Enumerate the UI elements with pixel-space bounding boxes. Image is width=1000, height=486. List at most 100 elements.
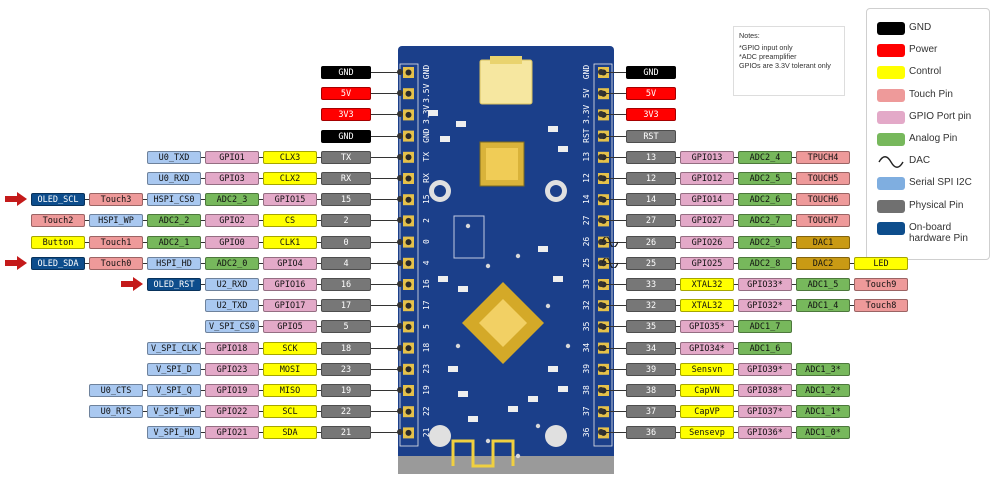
silk-label: 4	[422, 260, 431, 265]
pin-wire	[371, 199, 400, 201]
pin-wire	[371, 326, 400, 328]
pin-wire	[601, 411, 626, 413]
pin-wire	[734, 368, 738, 370]
antenna-trace	[451, 439, 515, 468]
pin-wire	[792, 411, 796, 413]
pin-wire	[259, 347, 263, 349]
silk-label: 35	[582, 321, 591, 331]
legend-label: Touch Pin	[909, 88, 953, 100]
pin-function-label: Touch3	[89, 193, 143, 207]
pin-wire	[85, 199, 89, 201]
pin-wire	[371, 72, 400, 73]
pin-function-label: Touch0	[89, 256, 143, 270]
pin-number-label: 16	[321, 278, 371, 291]
silk-label: RST	[582, 128, 591, 143]
silk-label: 22	[422, 406, 431, 416]
pin-number-label: 12	[626, 172, 676, 185]
pin-wire	[676, 178, 680, 179]
via	[565, 343, 571, 349]
pin-wire	[201, 220, 205, 222]
pin-function-label: CS	[263, 214, 317, 228]
pin-wire	[317, 241, 321, 243]
pin-hole	[405, 111, 412, 118]
pin-function-label: CapVN	[680, 384, 734, 397]
smd-component	[548, 126, 558, 132]
pin-function-label: GPIO37*	[738, 405, 792, 419]
pin-function-label: GPIO39*	[738, 362, 792, 376]
silk-label: 2	[422, 218, 431, 223]
pcb-bottom-edge	[398, 456, 614, 474]
silk-label: 37	[582, 406, 591, 416]
pin-number-label: 18	[321, 341, 371, 355]
pin-function-label: CLX3	[263, 150, 317, 164]
silk-label: 17	[422, 300, 431, 310]
pin-wire	[259, 432, 263, 434]
pin-wire	[792, 220, 796, 222]
pin-wire	[734, 220, 738, 222]
legend-label: Analog Pin	[909, 133, 958, 144]
silk-label: 3.3V	[582, 105, 591, 124]
pin-wire	[371, 156, 400, 158]
smd-component	[458, 286, 468, 292]
pin-function-label: GPIO26	[680, 235, 734, 249]
pin-hole	[405, 260, 412, 267]
notes-line: *ADC preamplifier	[739, 52, 797, 61]
pin-wire	[371, 135, 400, 137]
pin-function-label: ADC1_7	[738, 320, 792, 334]
pin-wire	[676, 390, 680, 391]
pin-function-label: GPIO5	[263, 320, 317, 334]
pin-connector-dot	[598, 408, 604, 415]
dac-wave-icon	[602, 257, 618, 268]
pin-function-label: GPIO17	[263, 299, 317, 313]
pin-wire	[201, 156, 205, 158]
pin-function-label: GPIO15	[263, 193, 317, 207]
pin-wire	[259, 199, 263, 201]
pin-function-label: V_SPI_CLK	[147, 341, 201, 355]
notes-line: GPIOs are 3.3V tolerant only	[739, 61, 831, 70]
pin-wire	[676, 220, 680, 222]
silk-label: GND	[422, 65, 431, 80]
pin-wire	[676, 411, 680, 413]
pin-wire	[317, 284, 321, 285]
pin-wire	[601, 284, 626, 285]
legend-swatch	[877, 177, 905, 191]
pin-connector-dot	[397, 217, 403, 224]
pin-function-label: GPIO25	[680, 256, 734, 270]
pin-connector-dot	[397, 175, 403, 181]
pin-wire	[371, 262, 400, 264]
pin-wire	[792, 262, 796, 264]
pin-wire	[601, 93, 626, 95]
pin-number-label: 22	[321, 405, 371, 419]
pin-wire	[317, 411, 321, 413]
smd-component	[428, 110, 438, 116]
pin-wire	[734, 326, 738, 328]
legend-swatch	[877, 88, 905, 102]
pin-connector-dot	[598, 196, 604, 203]
pin-function-label: SCK	[263, 341, 317, 355]
pin-function-label: HSPI_WP	[89, 214, 143, 228]
silk-label: 13	[582, 152, 591, 162]
pin-function-label: U0_TXD	[147, 150, 201, 164]
pin-function-label: V_SPI_Q	[147, 384, 201, 397]
pin-connector-dot	[397, 238, 403, 245]
pin-wire	[317, 178, 321, 179]
pin-wire	[792, 432, 796, 434]
silk-label: 0	[422, 239, 431, 244]
pin-function-label: Sensevp	[680, 426, 734, 440]
pin-function-label: CapVP	[680, 405, 734, 419]
pin-function-label: V_SPI_HD	[147, 426, 201, 440]
pin-wire	[734, 241, 738, 243]
pin-hole	[405, 408, 412, 415]
pin-wire	[259, 368, 263, 370]
pin-wire	[371, 432, 400, 434]
pin-number-label: 35	[626, 320, 676, 334]
pin-wire	[676, 305, 680, 307]
pin-connector-dot	[598, 259, 604, 266]
pin-hole	[405, 133, 412, 140]
notes-line: *GPIO input only	[739, 43, 793, 52]
pin-wire	[734, 156, 738, 158]
left-header	[399, 63, 419, 447]
pin-wire	[317, 432, 321, 434]
via	[455, 343, 461, 349]
pin-function-label: GPIO16	[263, 278, 317, 291]
